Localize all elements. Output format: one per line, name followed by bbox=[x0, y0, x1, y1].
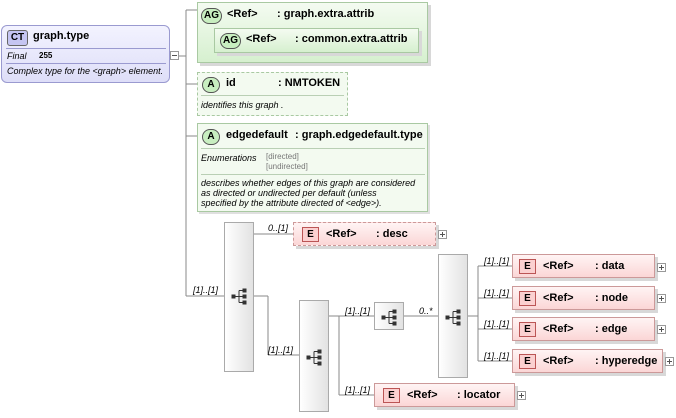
inner-seq-cardinality: [1]..[1] bbox=[268, 345, 294, 355]
choice-cardinality: 0..* bbox=[419, 306, 433, 316]
ag-badge: AG bbox=[201, 8, 222, 24]
attribute-type: : graph.edgedefault.type bbox=[295, 129, 423, 141]
ct-separator-2 bbox=[6, 63, 166, 64]
attribute-name: id bbox=[226, 77, 236, 89]
final-label: Final bbox=[7, 51, 27, 61]
desc-cardinality: 0..[1] bbox=[268, 223, 289, 233]
attribute-name: edgedefault bbox=[226, 129, 288, 141]
description-line-2: as directed or undirected per default (u… bbox=[201, 188, 377, 198]
expand-locator[interactable] bbox=[517, 391, 526, 400]
expand-desc[interactable] bbox=[438, 230, 447, 239]
ag-name: : graph.extra.attrib bbox=[277, 8, 375, 20]
attribute-type: : NMTOKEN bbox=[278, 77, 341, 89]
element-ref-label: <Ref> bbox=[543, 355, 574, 367]
ct-badge: CT bbox=[7, 30, 28, 46]
element-ref-label: <Ref> bbox=[407, 389, 438, 401]
enum-value-undirected: [undirected] bbox=[266, 162, 308, 171]
edge-cardinality: [1]..[1] bbox=[484, 319, 510, 329]
a-badge: A bbox=[202, 129, 220, 145]
element-node[interactable]: E <Ref> : node bbox=[512, 286, 655, 310]
e-badge: E bbox=[519, 354, 536, 369]
expand-data[interactable] bbox=[657, 263, 666, 272]
e-badge: E bbox=[302, 227, 319, 242]
ag-ref-label: <Ref> bbox=[227, 8, 258, 20]
locator-cardinality: [1]..[1] bbox=[345, 385, 371, 395]
element-name: : hyperedge bbox=[595, 355, 658, 367]
element-ref-label: <Ref> bbox=[543, 292, 574, 304]
complex-type-description: Complex type for the <graph> element. bbox=[7, 66, 164, 76]
element-name: : desc bbox=[376, 228, 408, 240]
small-seq-cardinality: [1]..[1] bbox=[345, 306, 371, 316]
element-desc[interactable]: E <Ref> : desc bbox=[293, 222, 436, 246]
sequence-compositor-small[interactable] bbox=[374, 302, 404, 330]
element-name: : edge bbox=[595, 323, 628, 335]
collapse-toggle[interactable] bbox=[170, 51, 179, 60]
element-hyperedge[interactable]: E <Ref> : hyperedge bbox=[512, 349, 663, 373]
sequence-compositor-inner[interactable] bbox=[299, 300, 329, 412]
element-data[interactable]: E <Ref> : data bbox=[512, 254, 655, 278]
element-locator[interactable]: E <Ref> : locator bbox=[374, 383, 515, 407]
separator bbox=[201, 95, 344, 96]
attribute-description: identifies this graph . bbox=[201, 100, 284, 110]
ag-name: : common.extra.attrib bbox=[295, 33, 408, 45]
element-name: : node bbox=[595, 292, 628, 304]
ct-separator bbox=[6, 48, 166, 49]
separator bbox=[201, 148, 425, 149]
hyperedge-cardinality: [1]..[1] bbox=[484, 351, 510, 361]
description-line-1: describes whether edges of this graph ar… bbox=[201, 178, 416, 188]
ag-badge: AG bbox=[220, 33, 241, 49]
element-edge[interactable]: E <Ref> : edge bbox=[512, 317, 655, 341]
choice-compositor[interactable] bbox=[438, 254, 468, 378]
a-badge: A bbox=[202, 77, 220, 93]
enum-value-directed: [directed] bbox=[266, 152, 299, 161]
node-cardinality: [1]..[1] bbox=[484, 288, 510, 298]
e-badge: E bbox=[519, 322, 536, 337]
ag-ref-label: <Ref> bbox=[246, 33, 277, 45]
expand-node[interactable] bbox=[657, 294, 666, 303]
choice-icon bbox=[445, 309, 461, 326]
enumerations-label: Enumerations bbox=[201, 153, 257, 163]
description-line-3: specified by the attribute directed of <… bbox=[201, 198, 382, 208]
sequence-icon bbox=[306, 349, 322, 366]
element-ref-label: <Ref> bbox=[543, 260, 574, 272]
expand-edge[interactable] bbox=[657, 325, 666, 334]
attribute-group-common-extra[interactable]: AG <Ref> : common.extra.attrib bbox=[214, 28, 419, 53]
final-value: 255 bbox=[39, 51, 53, 60]
e-badge: E bbox=[519, 259, 536, 274]
element-name: : locator bbox=[457, 389, 501, 401]
element-ref-label: <Ref> bbox=[543, 323, 574, 335]
sequence-icon bbox=[381, 309, 397, 326]
element-ref-label: <Ref> bbox=[326, 228, 357, 240]
sequence-icon bbox=[231, 288, 247, 305]
attribute-id[interactable]: A id : NMTOKEN identifies this graph . bbox=[197, 72, 348, 116]
data-cardinality: [1]..[1] bbox=[484, 256, 510, 266]
main-seq-cardinality: [1]..[1] bbox=[193, 285, 219, 295]
complex-type-box[interactable]: CT graph.type Final 255 Complex type for… bbox=[1, 25, 170, 83]
complex-type-name: graph.type bbox=[33, 30, 90, 42]
sequence-compositor-main[interactable] bbox=[224, 222, 254, 372]
e-badge: E bbox=[383, 388, 400, 403]
separator bbox=[201, 174, 425, 175]
attribute-edgedefault[interactable]: A edgedefault : graph.edgedefault.type E… bbox=[197, 123, 428, 212]
e-badge: E bbox=[519, 291, 536, 306]
expand-hyperedge[interactable] bbox=[665, 357, 674, 366]
element-name: : data bbox=[595, 260, 625, 272]
